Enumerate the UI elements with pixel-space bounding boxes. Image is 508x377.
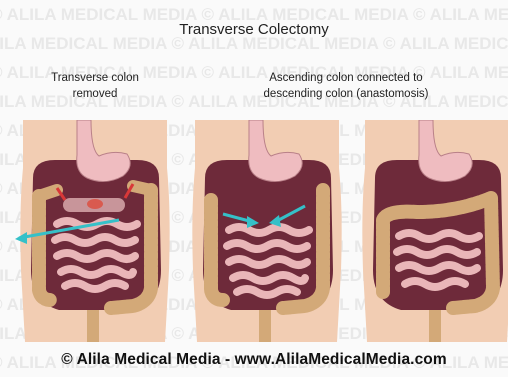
caption-panel-2-line-1: Ascending colon connected to [228,70,464,86]
splenic-flexure-stump [133,186,151,190]
panel-anastomosis [187,120,347,342]
panel-reconnected [357,120,508,342]
tumor-mark [87,199,103,209]
caption-panel-1-line-2: removed [20,86,170,102]
hepatic-flexure-stump [39,190,57,196]
caption-panel-1: Transverse colon removed [20,70,170,102]
caption-panel-1-line-1: Transverse colon [20,70,170,86]
caption-panel-2-line-2: descending colon (anastomosis) [228,86,464,102]
panel-colon-removed [15,120,175,342]
diagram-title: Transverse Colectomy [0,21,508,38]
caption-panel-2: Ascending colon connected to descending … [228,70,464,102]
copyright-footer: © Alila Medical Media - www.AlilaMedical… [0,351,508,369]
